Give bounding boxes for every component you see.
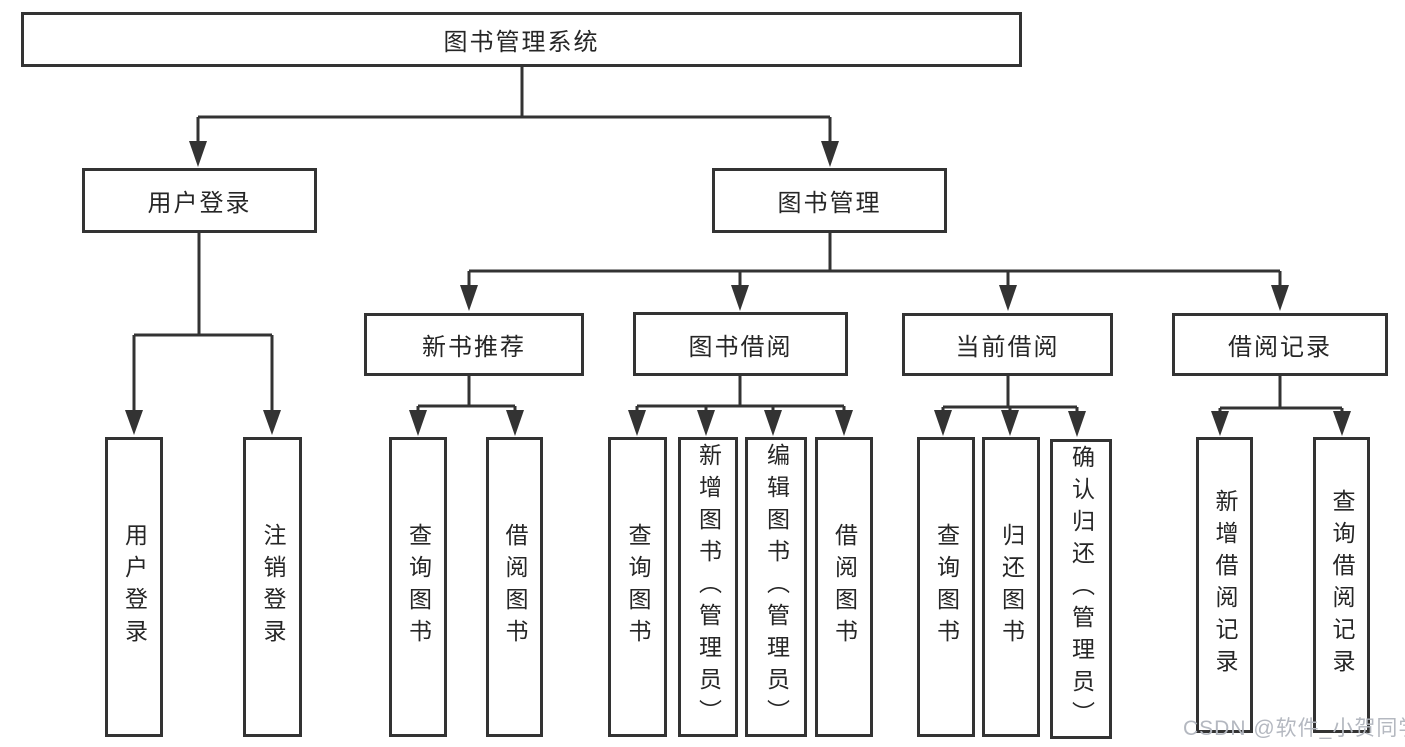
leaf-records-query-record-label: 查询借阅记录 bbox=[1329, 489, 1355, 681]
connector-borrowing-records bbox=[1211, 376, 1351, 436]
leaf-recommend-borrow-books-label: 借阅图书 bbox=[502, 523, 528, 651]
leaf-user-login-label: 用户登录 bbox=[121, 523, 148, 651]
node-current-borrowing-label: 当前借阅 bbox=[955, 334, 1060, 361]
node-book-borrowing: 图书借阅 bbox=[633, 312, 848, 376]
node-current-borrowing: 当前借阅 bbox=[902, 313, 1113, 376]
node-borrowing-records: 借阅记录 bbox=[1172, 313, 1388, 376]
node-book-borrowing-label: 图书借阅 bbox=[688, 333, 793, 361]
node-user-login: 用户登录 bbox=[82, 168, 317, 233]
connector-book-borrowing bbox=[628, 376, 853, 436]
csdn-watermark: CSDN @软件_小贺同学 bbox=[1183, 717, 1405, 740]
leaf-current-return-books: 归还图书 bbox=[982, 437, 1040, 737]
leaf-user-login: 用户登录 bbox=[105, 437, 163, 737]
leaf-current-query-books: 查询图书 bbox=[917, 437, 975, 737]
node-borrowing-records-label: 借阅记录 bbox=[1228, 334, 1332, 361]
leaf-current-confirm-return: 确认归还（管理员） bbox=[1050, 439, 1112, 739]
leaf-borrow-borrow-books: 借阅图书 bbox=[815, 437, 873, 737]
node-root: 图书管理系统 bbox=[21, 12, 1022, 67]
leaf-recommend-borrow-books: 借阅图书 bbox=[486, 437, 543, 737]
connector-root bbox=[189, 67, 839, 167]
leaf-borrow-add-books: 新增图书（管理员） bbox=[678, 437, 738, 737]
leaf-borrow-add-books-label: 新增图书（管理员） bbox=[695, 443, 722, 731]
leaf-current-confirm-return-label: 确认归还（管理员） bbox=[1068, 445, 1095, 733]
node-user-login-label: 用户登录 bbox=[147, 190, 252, 217]
leaf-borrow-borrow-books-label: 借阅图书 bbox=[831, 523, 858, 651]
leaf-borrow-query-books-label: 查询图书 bbox=[625, 523, 651, 651]
node-new-book-recommendation: 新书推荐 bbox=[364, 313, 584, 376]
connector-book-management bbox=[460, 233, 1289, 311]
leaf-logout: 注销登录 bbox=[243, 437, 302, 737]
leaf-records-query-record: 查询借阅记录 bbox=[1313, 437, 1370, 733]
node-new-book-recommendation-label: 新书推荐 bbox=[422, 334, 526, 361]
node-book-management: 图书管理 bbox=[712, 168, 947, 233]
leaf-recommend-query-books-label: 查询图书 bbox=[405, 523, 432, 651]
leaf-borrow-edit-books: 编辑图书（管理员） bbox=[745, 437, 807, 737]
leaf-records-add-record-label: 新增借阅记录 bbox=[1212, 489, 1238, 681]
connector-new-book-recommendation bbox=[409, 376, 524, 436]
leaf-current-query-books-label: 查询图书 bbox=[933, 523, 960, 651]
leaf-current-return-books-label: 归还图书 bbox=[998, 523, 1025, 651]
leaf-borrow-edit-books-label: 编辑图书（管理员） bbox=[763, 443, 790, 731]
node-book-management-label: 图书管理 bbox=[777, 190, 882, 217]
leaf-borrow-query-books: 查询图书 bbox=[608, 437, 667, 737]
node-root-label: 图书管理系统 bbox=[443, 29, 600, 56]
connector-user-login bbox=[125, 233, 281, 435]
leaf-recommend-query-books: 查询图书 bbox=[389, 437, 447, 737]
leaf-records-add-record: 新增借阅记录 bbox=[1196, 437, 1253, 733]
leaf-logout-label: 注销登录 bbox=[260, 523, 286, 651]
connector-current-borrowing bbox=[934, 376, 1086, 437]
